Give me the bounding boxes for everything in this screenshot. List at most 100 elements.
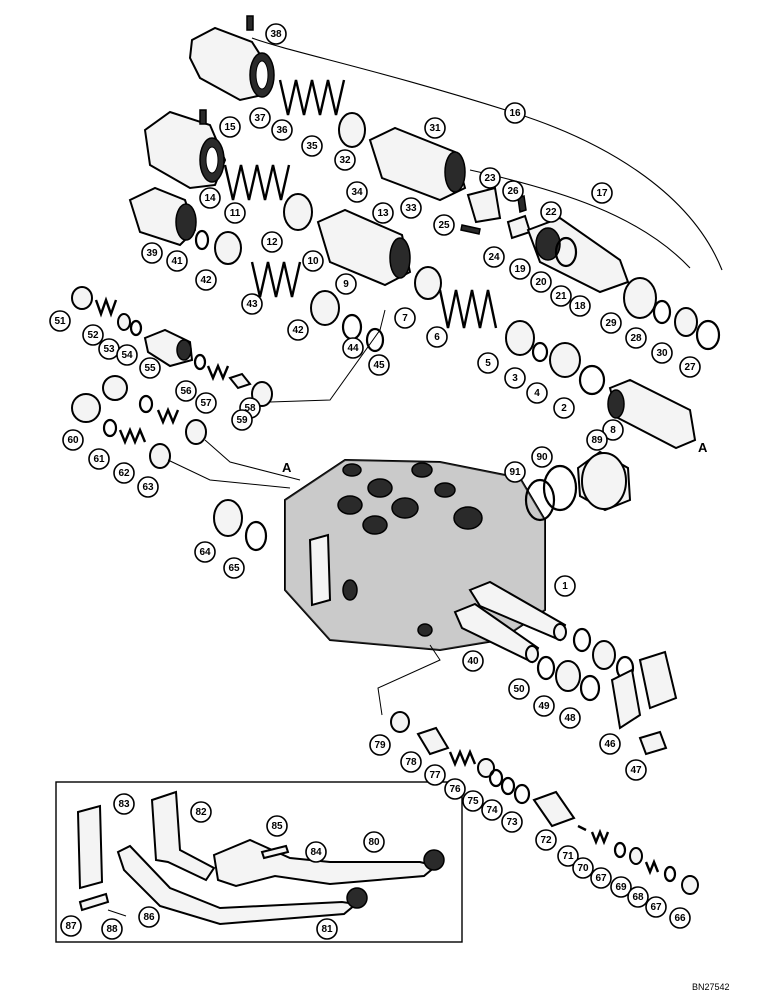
callout-15: 15 — [219, 116, 241, 138]
leader-a — [269, 309, 386, 403]
callout-71: 71 — [557, 845, 579, 867]
callout-14: 14 — [199, 187, 221, 209]
callout-number: 51 — [54, 316, 66, 327]
callout-36: 36 — [271, 119, 293, 141]
callout-number: 33 — [405, 203, 417, 214]
callout-number: 1 — [562, 581, 568, 592]
o-ring-3 — [531, 341, 549, 363]
callout-number: 7 — [402, 313, 408, 324]
callout-22: 22 — [540, 201, 562, 223]
callout-42: 42 — [287, 319, 309, 341]
o-ring-65 — [244, 520, 268, 552]
callout-circle — [600, 312, 622, 334]
spring-upper — [156, 406, 180, 426]
callout-17: 17 — [591, 182, 613, 204]
callout-69: 69 — [610, 876, 632, 898]
callout-number: 88 — [106, 924, 118, 935]
callout-45: 45 — [368, 354, 390, 376]
cap-63 — [149, 443, 171, 469]
callout-68: 68 — [627, 886, 649, 908]
callout-number: 73 — [506, 817, 518, 828]
callout-number: 87 — [65, 921, 77, 932]
callout-circle — [481, 799, 503, 821]
callout-number: 39 — [146, 248, 158, 259]
callout-circle — [483, 246, 505, 268]
callout-54: 54 — [116, 344, 138, 366]
callout-number: 60 — [67, 435, 79, 446]
spool-assembly-18 — [526, 216, 630, 294]
seal-upper — [592, 640, 616, 670]
ring-30 — [674, 307, 698, 337]
callout-number: 38 — [270, 29, 282, 40]
callout-circle — [241, 293, 263, 315]
callout-42: 42 — [195, 269, 217, 291]
o-ring-75 — [488, 768, 504, 788]
spring-77 — [448, 748, 477, 768]
callout-number: 62 — [118, 468, 130, 479]
spring-57 — [206, 362, 230, 382]
callout-73: 73 — [501, 811, 523, 833]
callout-number: 21 — [555, 291, 567, 302]
callout-circle — [504, 367, 526, 389]
plate-46 — [610, 668, 642, 730]
callout-circle — [424, 117, 446, 139]
callout-number: 6 — [434, 332, 440, 343]
callout-59: 59 — [231, 409, 253, 431]
callout-number: 49 — [538, 701, 550, 712]
callout-56: 56 — [175, 380, 197, 402]
callout-circle — [101, 918, 123, 940]
callout-circle — [223, 557, 245, 579]
callout-circle — [88, 448, 110, 470]
callout-8: 8 — [602, 419, 624, 441]
callout-circle — [265, 23, 287, 45]
callout-number: 55 — [144, 363, 156, 374]
callout-number: 5 — [485, 358, 491, 369]
poppet-58 — [228, 372, 252, 390]
ring-69 — [629, 847, 643, 865]
callout-number: 68 — [632, 892, 644, 903]
callout-41: 41 — [166, 250, 188, 272]
callout-72: 72 — [535, 829, 557, 851]
washer-67b — [663, 865, 677, 883]
callout-circle — [334, 149, 356, 171]
seal-49 — [555, 660, 581, 692]
callout-10: 10 — [302, 250, 324, 272]
callout-52: 52 — [82, 324, 104, 346]
plunger-23 — [466, 186, 502, 224]
knob-81 — [346, 887, 368, 909]
callout-number: 11 — [230, 208, 241, 219]
callout-circle — [462, 790, 484, 812]
piston-4 — [549, 342, 581, 378]
callout-74: 74 — [481, 799, 503, 821]
callout-circle — [590, 867, 612, 889]
callout-circle — [190, 801, 212, 823]
screw-47 — [638, 730, 668, 756]
callout-number: 30 — [656, 348, 668, 359]
callout-circle — [559, 707, 581, 729]
callout-number: 83 — [118, 799, 130, 810]
callout-5: 5 — [477, 352, 499, 374]
o-ring-54 — [129, 319, 143, 337]
callout-circle — [572, 857, 594, 879]
callout-number: 79 — [374, 740, 386, 751]
callout-circle — [535, 829, 557, 851]
callout-number: 61 — [93, 454, 105, 465]
main-valve-body — [284, 458, 546, 652]
callout-circle — [82, 324, 104, 346]
callout-24: 24 — [483, 246, 505, 268]
callout-80: 80 — [363, 831, 385, 853]
callout-circle — [316, 918, 338, 940]
callout-circle — [625, 759, 647, 781]
callout-76: 76 — [444, 778, 466, 800]
callout-62: 62 — [113, 462, 135, 484]
callout-circle — [113, 462, 135, 484]
callout-number: 15 — [224, 122, 236, 133]
callout-circle — [116, 344, 138, 366]
callout-number: 42 — [200, 275, 212, 286]
callout-18: 18 — [569, 295, 591, 317]
callout-number: 48 — [564, 713, 576, 724]
callout-number: 45 — [373, 360, 385, 371]
plug-39 — [128, 186, 197, 247]
callout-number: 77 — [429, 770, 441, 781]
